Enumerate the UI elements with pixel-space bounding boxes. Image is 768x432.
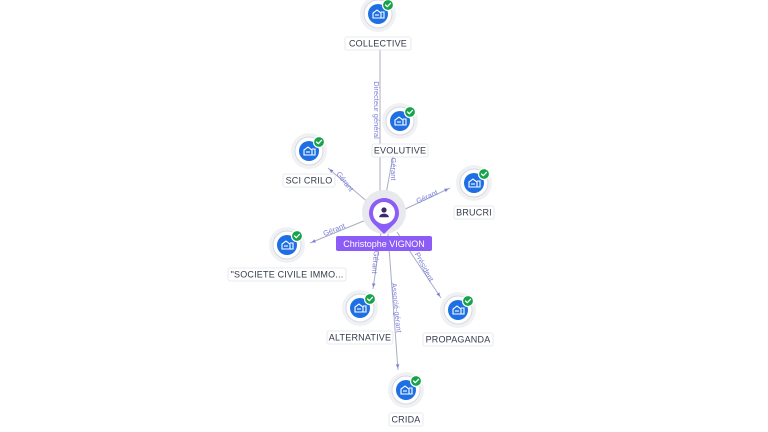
verified-check-icon	[409, 374, 423, 388]
verified-check-icon	[363, 292, 377, 306]
center-label: Christophe VIGNON	[343, 239, 425, 249]
edge-evolutive: Gérant	[385, 150, 398, 195]
building-icon	[394, 116, 407, 126]
center-node[interactable]: Christophe VIGNON	[336, 190, 432, 251]
verified-check-icon	[290, 229, 304, 243]
building-icon	[281, 240, 294, 250]
company-label-box	[344, 36, 412, 51]
company-label: EVOLUTIVE	[374, 146, 426, 156]
verified-check-icon	[312, 135, 326, 149]
edge-label: Gérant	[334, 170, 356, 194]
company-node-circle	[277, 235, 297, 255]
company-label: CRIDA	[391, 415, 420, 425]
edge-line	[309, 219, 367, 244]
edge-arrow	[329, 169, 334, 174]
person-icon	[379, 207, 389, 218]
company-node-circle	[390, 111, 410, 131]
company-node-circle	[396, 380, 416, 400]
edge-arrow	[395, 364, 400, 369]
edge-label: Gérant	[370, 250, 381, 275]
nodes-layer: COLLECTIVE EVOLUTIVE SCI CRILO BRUCRI "SOCIE…	[227, 0, 495, 427]
edge-arrow	[436, 292, 441, 297]
company-label: ALTERNATIVE	[329, 333, 391, 343]
edge-label: Gérant	[415, 187, 440, 205]
edge-crida: Associé-gérant	[387, 233, 404, 371]
building-icon	[354, 303, 367, 313]
company-label-box	[422, 332, 494, 347]
company-node-collective[interactable]: COLLECTIVE	[344, 0, 412, 51]
company-label-box	[282, 173, 336, 188]
company-node-societe-civile[interactable]: "SOCIETE CIVILE IMMO...	[227, 227, 347, 282]
verified-check-icon	[477, 167, 491, 181]
company-label-box	[371, 143, 429, 158]
company-label: COLLECTIVE	[349, 39, 407, 49]
edge-line	[387, 233, 399, 371]
company-node-circle	[368, 4, 388, 24]
verified-check-icon	[403, 105, 417, 119]
company-node-alternative[interactable]: ALTERNATIVE	[326, 290, 394, 345]
company-label: BRUCRI	[456, 208, 492, 218]
edge-line	[400, 187, 451, 212]
edge-collective: Directeur général	[372, 41, 382, 196]
building-icon	[452, 305, 465, 315]
company-node-circle	[464, 173, 484, 193]
building-icon	[303, 146, 316, 156]
edge-line	[327, 167, 371, 205]
company-label: SCI CRILO	[286, 176, 333, 186]
building-icon	[468, 178, 481, 188]
center-label-box	[336, 236, 432, 251]
company-node-evolutive[interactable]: EVOLUTIVE	[371, 103, 429, 158]
company-node-circle	[448, 300, 468, 320]
company-node-circle	[299, 141, 319, 161]
company-node-brucri[interactable]: BRUCRI	[453, 165, 495, 220]
company-node-crida[interactable]: CRIDA	[388, 372, 424, 427]
edge-arrow	[444, 188, 449, 192]
building-icon	[400, 385, 413, 395]
verified-check-icon	[461, 294, 475, 308]
company-node-propaganda[interactable]: PROPAGANDA	[422, 292, 494, 347]
edge-line	[385, 150, 395, 195]
company-node-circle	[350, 298, 370, 318]
company-label: PROPAGANDA	[426, 335, 491, 345]
company-label-box	[388, 412, 424, 427]
edge-label: Président	[413, 251, 436, 284]
company-label-box	[453, 205, 495, 220]
edge-arrow	[372, 283, 376, 288]
edge-arrow	[311, 239, 316, 243]
company-node-sci-crilo[interactable]: SCI CRILO	[282, 133, 336, 188]
edge-label: Gérant	[389, 158, 398, 182]
verified-check-icon	[381, 0, 395, 12]
edge-label: Directeur général	[372, 81, 381, 139]
company-label-box	[326, 330, 394, 345]
company-label-box	[227, 267, 347, 282]
edge-label: Gérant	[322, 221, 347, 238]
building-icon	[372, 9, 385, 19]
edge-brucri: Gérant	[400, 187, 451, 212]
edge-label: Associé-gérant	[389, 282, 403, 334]
company-label: "SOCIETE CIVILE IMMO...	[231, 270, 344, 280]
